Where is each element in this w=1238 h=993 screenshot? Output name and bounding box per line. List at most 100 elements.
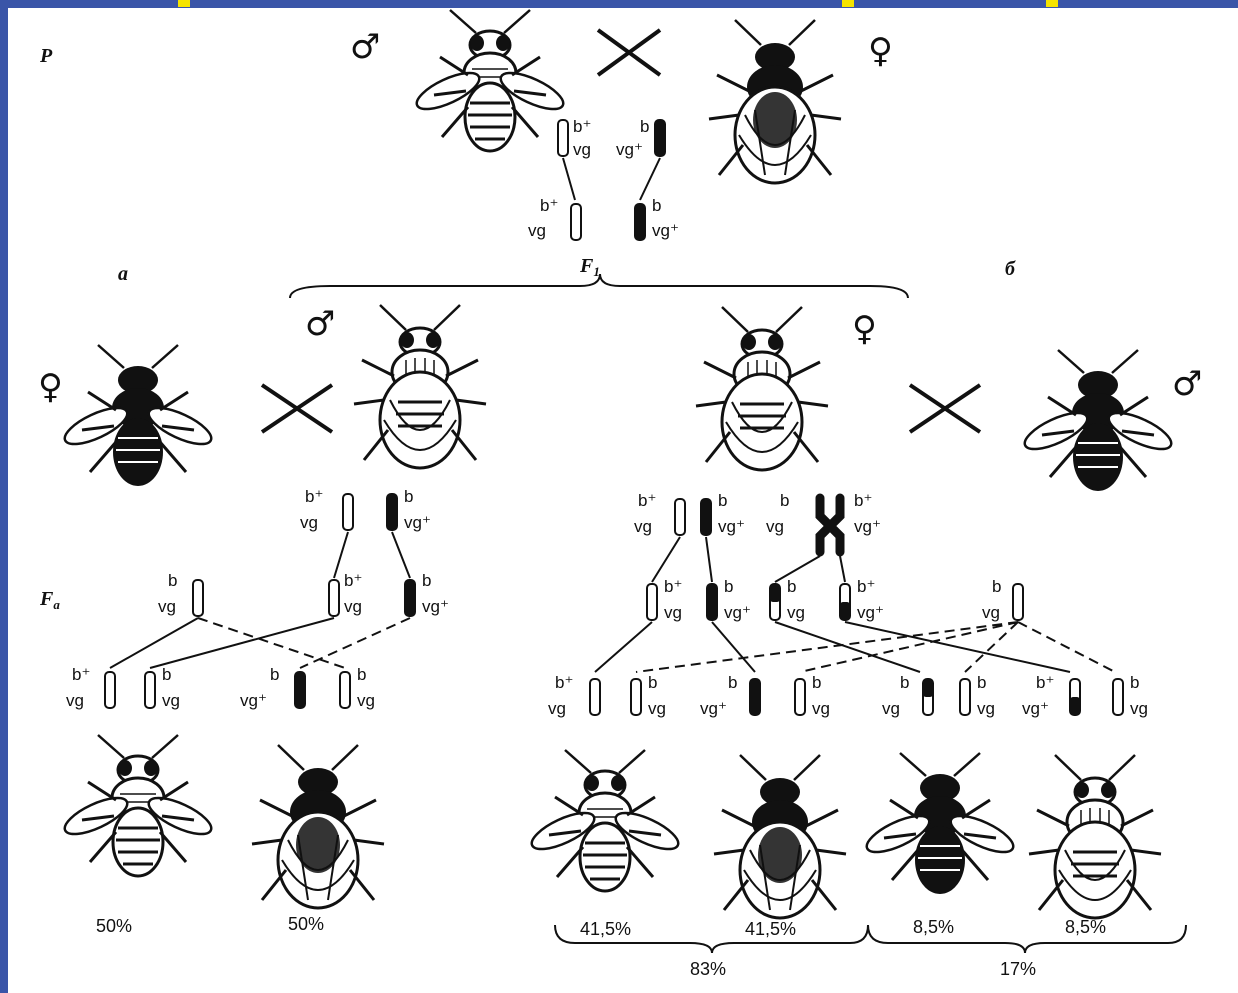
allele-label: b — [652, 196, 661, 215]
allele-label: vg⁺ — [718, 517, 745, 536]
descent-line — [563, 158, 660, 200]
result-percent: 41,5% — [745, 919, 796, 939]
result-percent: 8,5% — [913, 917, 954, 937]
result-percent: 50% — [288, 914, 324, 934]
allele-label: b⁺ — [664, 577, 682, 596]
chromosome — [923, 679, 933, 715]
allele-label: vg — [548, 699, 566, 718]
allele-label: vg — [664, 603, 682, 622]
chromosome — [343, 494, 353, 530]
result-percent: 41,5% — [580, 919, 631, 939]
offspring-fly — [60, 735, 216, 876]
allele-label: b⁺ — [857, 577, 875, 596]
allele-label: vg⁺ — [404, 513, 431, 532]
allele-label: b⁺ — [1036, 673, 1054, 692]
allele-label: b — [718, 491, 727, 510]
allele-label: vg⁺ — [1022, 699, 1049, 718]
label-cross-a: а — [118, 263, 128, 285]
allele-label: vg — [648, 699, 666, 718]
chromosome — [105, 672, 115, 708]
allele-label: vg — [357, 691, 375, 710]
diagram-panel: P ♂ ♀ b⁺ vg b vg⁺ b⁺ vg b vg⁺ а б F1 ♀ ♂… — [8, 8, 1238, 993]
chromosome — [631, 679, 641, 715]
chromosome — [701, 499, 711, 535]
allele-label: vg — [882, 699, 900, 718]
allele-label: vg — [812, 699, 830, 718]
chromosome — [571, 204, 581, 240]
top-strip — [0, 0, 1238, 8]
chromosome — [329, 580, 339, 616]
cross-symbol — [910, 385, 980, 432]
chromosome — [1113, 679, 1123, 715]
allele-label: b⁺ — [305, 487, 323, 506]
allele-label: b — [640, 117, 649, 136]
chromosome — [1070, 679, 1080, 715]
allele-label: vg — [982, 603, 1000, 622]
allele-label: b — [648, 673, 657, 692]
allele-label: vg⁺ — [857, 603, 884, 622]
allele-label: b⁺ — [344, 571, 362, 590]
allele-label: b — [357, 665, 366, 684]
f1-brace — [290, 274, 908, 298]
allele-label: b⁺ — [555, 673, 573, 692]
f1-female-fly — [696, 307, 828, 470]
allele-label: b⁺ — [638, 491, 656, 510]
allele-label: vg — [300, 513, 318, 532]
chromosome — [295, 672, 305, 708]
allele-label: b — [812, 673, 821, 692]
parent-male-fly — [412, 10, 568, 151]
highlight-mark — [1046, 0, 1058, 7]
allele-label: b — [270, 665, 279, 684]
allele-label: vg — [66, 691, 84, 710]
allele-label: vg — [162, 691, 180, 710]
offspring-fly — [862, 753, 1018, 894]
allele-label: vg⁺ — [652, 221, 679, 240]
chromosome — [590, 679, 600, 715]
tester-male-fly — [1020, 350, 1176, 491]
total-percent: 17% — [1000, 959, 1036, 979]
allele-label: b — [992, 577, 1001, 596]
chromosome — [840, 584, 850, 620]
allele-label: b⁺ — [573, 117, 591, 136]
allele-label: vg — [787, 603, 805, 622]
highlight-mark — [178, 0, 190, 7]
chromosome — [193, 580, 203, 616]
offspring-fly — [1029, 755, 1161, 918]
allele-label: vg — [344, 597, 362, 616]
chromosome — [750, 679, 760, 715]
allele-label: vg — [977, 699, 995, 718]
allele-label: b⁺ — [854, 491, 872, 510]
chromosome — [675, 499, 685, 535]
chromosome — [1013, 584, 1023, 620]
genetics-diagram: P ♂ ♀ b⁺ vg b vg⁺ b⁺ vg b vg⁺ а б F1 ♀ ♂… — [8, 8, 1238, 993]
allele-label: b⁺ — [540, 196, 558, 215]
allele-label: b — [900, 673, 909, 692]
allele-label: vg — [573, 140, 591, 159]
total-percent: 83% — [690, 959, 726, 979]
chromosome — [340, 672, 350, 708]
male-symbol: ♂ — [350, 27, 380, 67]
allele-label: b — [977, 673, 986, 692]
chromosome — [647, 584, 657, 620]
allele-label: vg — [766, 517, 784, 536]
allele-label: b — [162, 665, 171, 684]
chromosome — [387, 494, 397, 530]
allele-label: vg⁺ — [616, 140, 643, 159]
cross-symbol — [262, 385, 332, 432]
allele-label: vg⁺ — [422, 597, 449, 616]
label-fa: Fa — [39, 588, 60, 612]
allele-label: b — [724, 577, 733, 596]
chromosome — [405, 580, 415, 616]
allele-label: b — [787, 577, 796, 596]
label-f1: F1 — [579, 255, 600, 279]
allele-label: vg — [1130, 699, 1148, 718]
allele-label: vg⁺ — [724, 603, 751, 622]
female-symbol: ♀ — [852, 309, 877, 349]
result-percent: 50% — [96, 916, 132, 936]
allele-label: vg⁺ — [700, 699, 727, 718]
allele-label: b — [168, 571, 177, 590]
allele-label: b — [1130, 673, 1139, 692]
chromosome — [795, 679, 805, 715]
label-parental: P — [39, 45, 53, 67]
allele-label: vg — [528, 221, 546, 240]
